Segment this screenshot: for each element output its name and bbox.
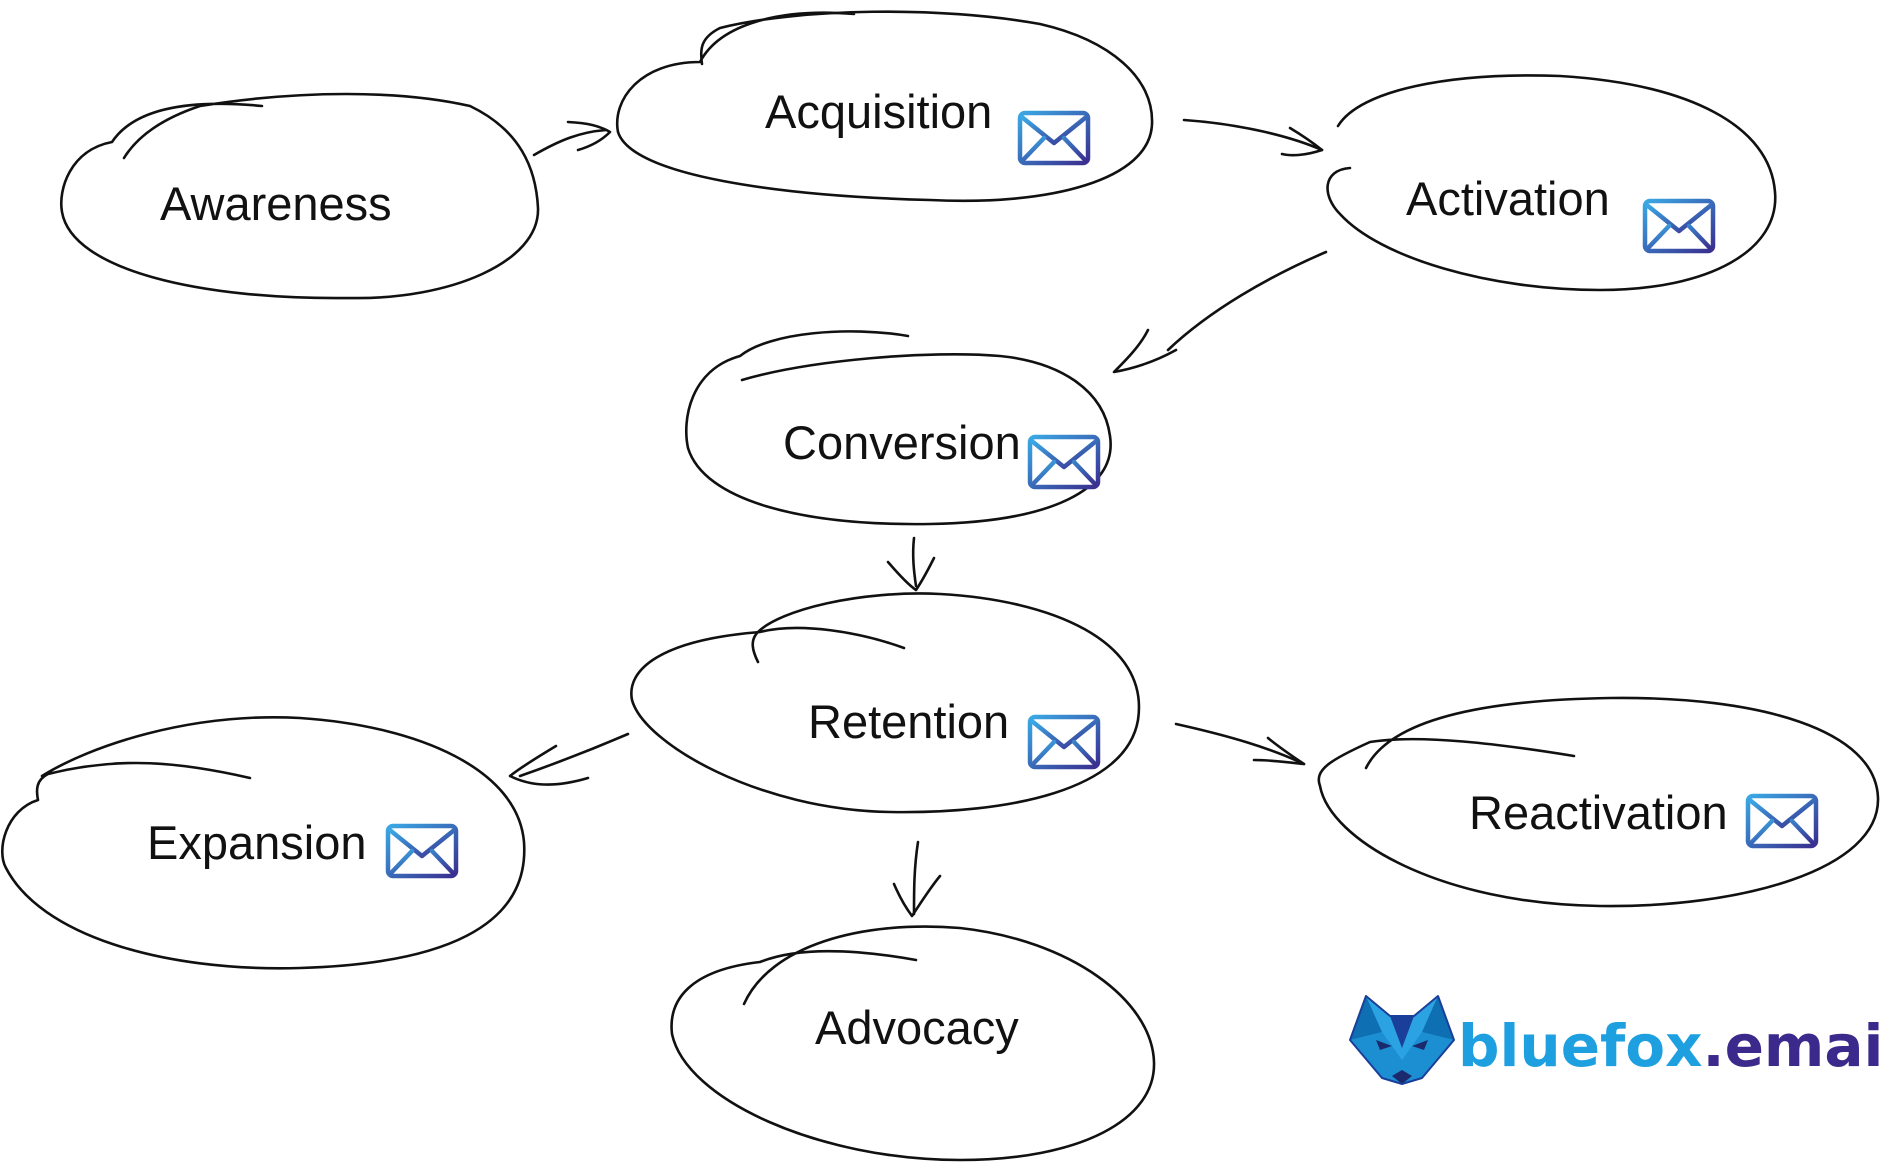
acquisition-label: Acquisition — [765, 85, 992, 138]
node-awareness: Awareness — [60, 92, 540, 300]
arrow-retention-to-advocacy — [892, 840, 942, 918]
arrow-awareness-to-acquisition — [532, 120, 612, 157]
arrow-acquisition-to-activation — [1182, 118, 1324, 157]
node-conversion: Conversion — [684, 330, 1112, 526]
reactivation-outline — [1317, 696, 1880, 908]
activation-label: Activation — [1406, 172, 1610, 225]
fox-head-icon — [1349, 995, 1455, 1085]
arrow-retention-to-expansion — [508, 732, 630, 786]
arrow-conversion-to-retention — [886, 536, 936, 592]
retention-label: Retention — [808, 695, 1009, 748]
arrow-activation-to-conversion — [1112, 250, 1328, 374]
brand-name: bluefox — [1458, 1012, 1703, 1080]
arrow-retention-to-reactivation — [1174, 722, 1306, 766]
expansion-label: Expansion — [147, 816, 367, 869]
reactivation-label: Reactivation — [1469, 786, 1728, 839]
acquisition-outline — [615, 10, 1154, 203]
retention-envelope-icon — [1030, 717, 1098, 767]
brand-domain: .email — [1703, 1012, 1880, 1080]
acquisition-envelope-icon — [1020, 113, 1088, 163]
conversion-outline — [684, 330, 1112, 526]
node-reactivation: Reactivation — [1317, 696, 1880, 908]
advocacy-label: Advocacy — [815, 1001, 1019, 1054]
node-expansion: Expansion — [1, 716, 526, 970]
brand-logo: bluefox.email — [1349, 995, 1880, 1085]
retention-outline — [630, 592, 1141, 814]
expansion-envelope-icon — [388, 826, 456, 876]
awareness-label: Awareness — [160, 177, 392, 230]
activation-outline — [1326, 74, 1777, 292]
activation-envelope-icon — [1645, 201, 1713, 251]
awareness-outline — [60, 92, 540, 300]
brand-wordmark: bluefox.email — [1458, 1012, 1880, 1080]
node-acquisition: Acquisition — [615, 10, 1154, 203]
reactivation-envelope-icon — [1748, 796, 1816, 846]
node-retention: Retention — [630, 592, 1141, 814]
expansion-outline — [1, 716, 526, 970]
advocacy-outline — [670, 925, 1156, 1162]
node-advocacy: Advocacy — [670, 925, 1156, 1162]
conversion-label: Conversion — [783, 416, 1021, 469]
node-activation: Activation — [1326, 74, 1777, 292]
conversion-envelope-icon — [1030, 437, 1098, 487]
